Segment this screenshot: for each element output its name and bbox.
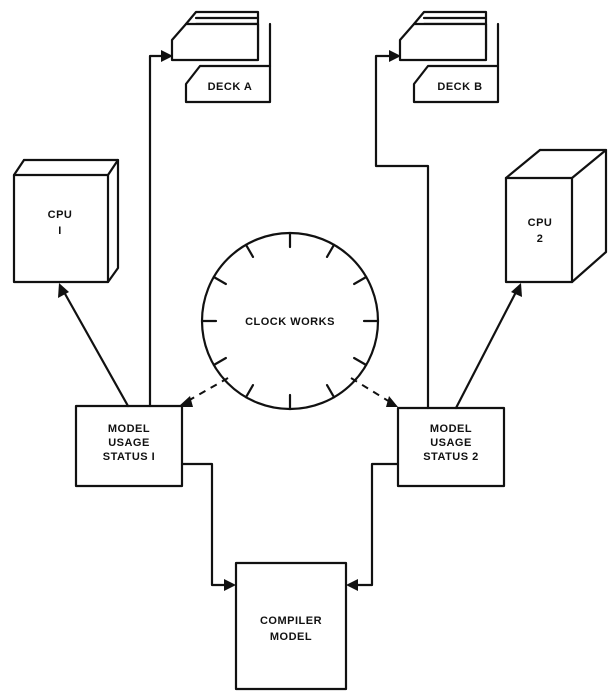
arrowhead-status-2 [386, 396, 398, 407]
connector-clock-to-status1 [186, 378, 228, 402]
cpu-2-label-line1: CPU [528, 217, 553, 229]
connector-status2-to-deck-b [376, 56, 428, 408]
connector-status1-to-cpu1 [64, 292, 128, 406]
status-1-label-line2: USAGE [108, 437, 150, 449]
cpu-1-box: CPU I [14, 160, 118, 282]
status-2-label-line2: USAGE [430, 437, 472, 449]
cpu-1-label-line1: CPU [48, 209, 73, 221]
connector-status2-to-compiler [354, 464, 398, 585]
connector-status2-to-cpu2 [456, 292, 516, 408]
model-usage-status-2-box: MODEL USAGE STATUS 2 [398, 408, 504, 486]
compiler-model-box: COMPILER MODEL [236, 563, 346, 689]
deck-a-label: DECK A [208, 81, 253, 93]
connector-clock-to-status2 [351, 378, 390, 402]
connector-status1-to-compiler [182, 464, 228, 585]
clock-works: CLOCK WORKS [202, 233, 378, 409]
arrowhead-status-1 [178, 396, 193, 407]
model-usage-status-1-box: MODEL USAGE STATUS I [76, 406, 182, 486]
cpu-1-label-line2: I [58, 225, 62, 237]
compiler-label-line2: MODEL [270, 631, 312, 643]
cpu-2-label-line2: 2 [537, 233, 544, 245]
compiler-label-line1: COMPILER [260, 615, 322, 627]
status-2-label-line3: STATUS 2 [423, 451, 479, 463]
clock-label: CLOCK WORKS [245, 316, 335, 328]
status-1-label-line3: STATUS I [103, 451, 155, 463]
arrowhead-compiler-left [224, 579, 236, 591]
cpu-2-box: CPU 2 [506, 150, 606, 282]
status-2-label-line1: MODEL [430, 423, 472, 435]
deck-b-card-stack: DECK B [400, 12, 498, 102]
deck-a-card-stack: DECK A [172, 12, 270, 102]
arrowhead-compiler-right [346, 579, 358, 591]
status-1-label-line1: MODEL [108, 423, 150, 435]
connector-status1-to-deck-a [150, 56, 166, 406]
deck-b-label: DECK B [437, 81, 482, 93]
arrowhead-cpu-2 [511, 283, 522, 297]
